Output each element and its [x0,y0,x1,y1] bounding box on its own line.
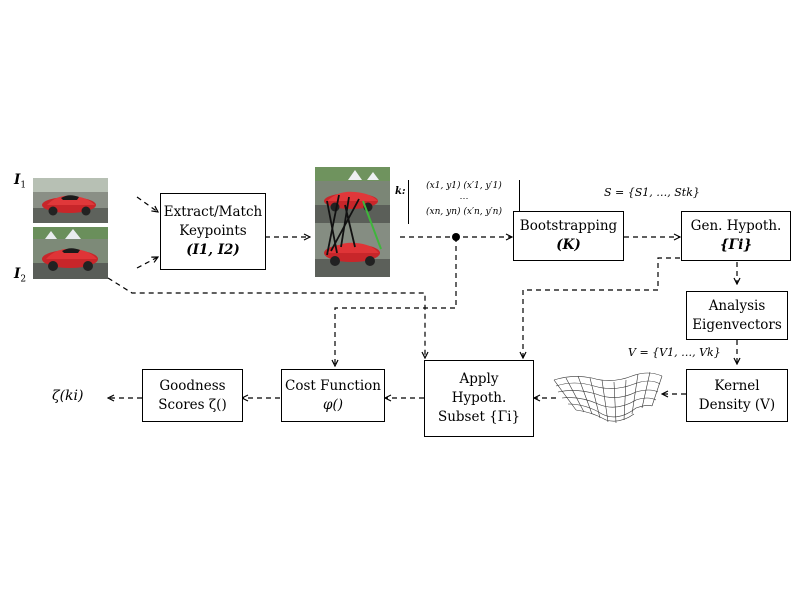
analysis-eigenvectors-box: Analysis Eigenvectors [686,291,788,340]
keypoints-line-3: (I1, I2) [186,242,240,258]
kernel-line-2: Density (V) [698,396,776,413]
input-image-2 [33,227,108,279]
gen-hypoth-line-2: {Γi} [719,237,753,253]
analysis-line-2: Eigenvectors [692,316,782,333]
arrow-gen-to-apply [523,257,680,358]
matches-k-label: k: [395,186,406,197]
matched-image-pair [315,167,390,277]
keypoints-line-1: Extract/Match [163,204,263,220]
image2-label: I2 [14,266,27,285]
goodness-scores-box: Goodness Scores ζ() [142,369,243,422]
apply-hypoth-subset-box: Apply Hypoth. Subset {Γi} [424,360,534,437]
gen-hypoth-box: Gen. Hypoth. {Γi} [681,211,791,261]
matches-row-3: (xn, yn) (x′n, y′n) [426,207,502,217]
image1-label: I1 [14,172,27,191]
apply-line-1: Apply [459,371,499,387]
arrow-image2-to-keypoints [136,257,158,269]
vector-set-label: V = {V1, …, Vk} [628,346,721,359]
matches-matrix: (x1, y1) (x′1, y′1) ⋯ (xn, yn) (x′n, y′n… [408,180,520,224]
analysis-line-1: Analysis [708,297,766,314]
kernel-line-1: Kernel [714,377,760,394]
density-surface-image [552,362,664,428]
cost-line-1: Cost Function [285,377,381,394]
apply-line-3: Subset {Γi} [437,409,521,425]
extract-match-keypoints-box: Extract/Match Keypoints (I1, I2) [160,193,266,270]
keypoints-line-2: Keypoints [179,223,247,239]
bootstrapping-line-1: Bootstrapping [519,218,618,234]
sample-set-label: S = {S1, …, Stk} [604,186,700,199]
matches-row-2: ⋯ [459,194,469,204]
arrow-branch-to-cost [335,237,457,366]
branch-junction-dot [452,233,460,241]
bootstrapping-line-2: (K) [556,237,581,253]
bootstrapping-box: Bootstrapping (K) [513,211,624,261]
arrow-image2-to-apply [107,277,425,358]
goodness-line-1: Goodness [159,377,226,394]
kernel-density-box: Kernel Density (V) [686,369,788,422]
output-score-label: ζ(ki) [52,388,84,404]
apply-line-2: Hypoth. [451,390,507,406]
input-image-1 [33,178,108,223]
matches-row-1: (x1, y1) (x′1, y′1) [426,181,502,191]
gen-hypoth-line-1: Gen. Hypoth. [690,218,782,234]
cost-line-2: φ() [323,396,343,413]
cost-function-box: Cost Function φ() [281,369,385,422]
goodness-line-2: Scores ζ() [158,396,227,413]
arrow-image1-to-keypoints [136,196,158,212]
